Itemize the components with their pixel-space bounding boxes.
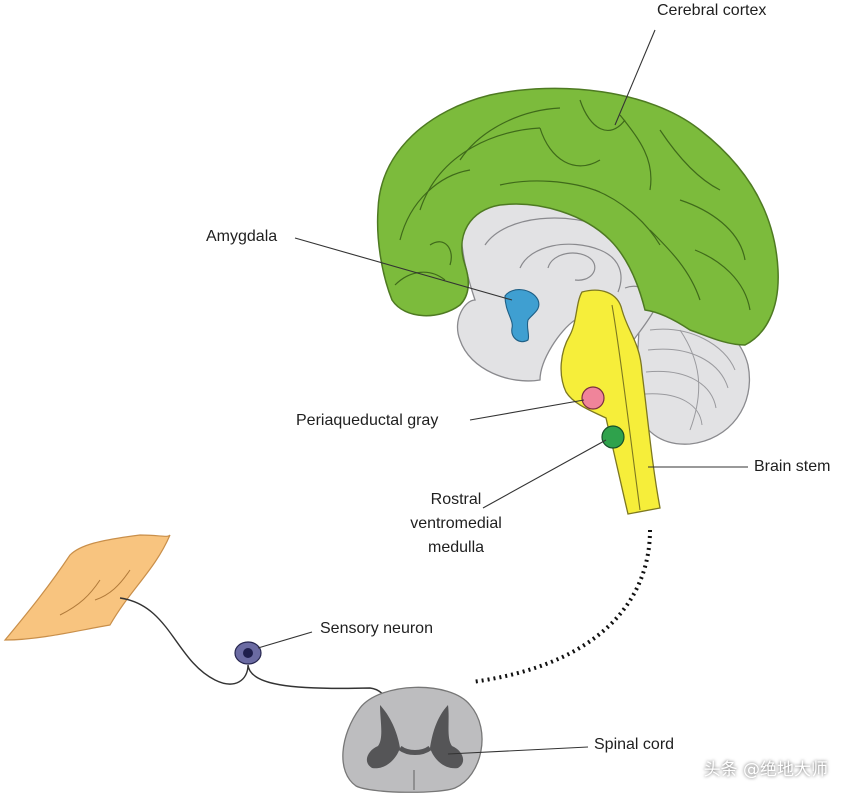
label-sensory-neuron: Sensory neuron — [320, 620, 433, 637]
sensory-neuron-axon — [119, 597, 401, 741]
spinal-cord — [342, 686, 483, 793]
label-spinal-cord: Spinal cord — [594, 736, 675, 753]
label-rvm-line-2: ventromedial — [410, 515, 502, 532]
amygdala — [504, 289, 540, 343]
label-rvm-line-1: Rostral — [430, 491, 482, 508]
leader-cerebral-cortex — [614, 29, 656, 126]
periaqueductal-gray-nucleus — [581, 386, 605, 410]
skin-patch — [3, 534, 171, 641]
descending-pathway-dots — [471, 529, 652, 684]
leader-periaqueductal-gray — [469, 399, 585, 421]
brain-stem — [560, 289, 661, 515]
leader-spinal-cord — [447, 746, 589, 755]
leader-amygdala — [294, 237, 513, 301]
label-cerebral-cortex: Cerebral cortex — [657, 2, 767, 19]
rostral-ventromedial-medulla-nucleus — [601, 425, 625, 449]
label-rvm-line-3: medulla — [427, 539, 485, 556]
leader-rvm — [482, 439, 607, 509]
cerebral-cortex — [376, 87, 779, 346]
label-brain-stem: Brain stem — [754, 458, 831, 475]
label-rvm: Rostral ventromedial medulla — [404, 488, 508, 560]
label-periaqueductal-gray: Periaqueductal gray — [296, 412, 439, 429]
brain — [376, 87, 779, 515]
watermark: 头条 @绝地大师 — [703, 760, 828, 780]
label-amygdala: Amygdala — [206, 228, 278, 245]
leader-sensory-neuron — [257, 631, 313, 649]
